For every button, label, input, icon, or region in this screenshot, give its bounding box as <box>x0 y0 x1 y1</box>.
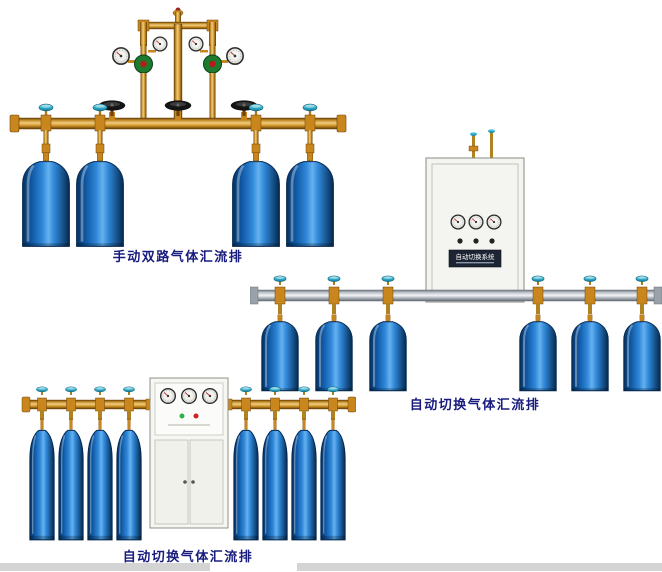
door-handle <box>183 480 187 484</box>
cabinet-gauge <box>202 388 218 404</box>
cylinder-valve-knob <box>302 103 318 115</box>
cabinet-gauge <box>160 388 176 404</box>
cylinder-connections <box>35 386 340 420</box>
pressure-gauge <box>188 36 204 52</box>
gas-cylinder <box>86 418 114 542</box>
gas-cylinder <box>290 418 318 542</box>
cabinet-door-left <box>154 439 189 525</box>
cabinet-gauge <box>486 214 502 230</box>
page-edge-strip <box>0 563 210 571</box>
gas-cylinder <box>319 418 347 542</box>
manual-dual-manifold-figure <box>9 7 347 248</box>
gas-cylinder <box>368 314 408 392</box>
cylinder-valve-knob <box>38 103 54 115</box>
gas-cylinder <box>518 314 558 392</box>
cabinet-gauge <box>450 214 466 230</box>
cabinet-gauge <box>181 388 197 404</box>
cylinder-connections <box>273 275 649 314</box>
gas-cylinder <box>261 418 289 542</box>
auto-switch-wall-manifold-figure: 自动切换系统 <box>250 129 662 392</box>
gas-cylinder <box>622 314 662 392</box>
indicator-red <box>193 413 199 419</box>
caption-auto-switch-wall-manifold: 自动切换气体汇流排 <box>409 397 541 412</box>
gas-cylinder <box>57 418 85 542</box>
cabinet-label: 自动切换系统 <box>448 249 502 268</box>
auto-switch-floor-manifold-figure <box>21 377 356 542</box>
right-regulator <box>188 36 244 118</box>
door-handle <box>191 480 195 484</box>
cylinder-valve-knob <box>248 103 264 115</box>
caption-auto-switch-floor-manifold: 自动切换气体汇流排 <box>122 549 254 564</box>
center-riser-pipe <box>137 7 219 121</box>
pressure-gauge <box>112 47 130 65</box>
gas-cylinder <box>232 418 260 542</box>
cabinet-label-text: 自动切换系统 <box>456 252 496 261</box>
cabinet-top-pipes <box>468 129 495 158</box>
indicator-green <box>179 413 185 419</box>
page-edge-strip <box>297 563 662 571</box>
pressure-gauge <box>152 36 168 52</box>
cylinder-connections <box>38 103 318 154</box>
manifold-pipe <box>250 286 662 305</box>
control-cabinet <box>149 377 229 529</box>
left-regulator <box>112 36 168 118</box>
gas-cylinder <box>75 152 125 248</box>
shutoff-valves <box>98 100 258 120</box>
gas-cylinder <box>28 418 56 542</box>
gas-cylinder <box>570 314 610 392</box>
caption-manual-dual-manifold: 手动双路气体汇流排 <box>112 249 244 264</box>
main-manifold-pipe <box>9 114 347 133</box>
gas-cylinder <box>21 152 71 248</box>
cabinet-gauge <box>468 214 484 230</box>
gas-cylinder <box>115 418 143 542</box>
valve-handwheel <box>164 100 192 116</box>
cabinet-door-right <box>189 439 224 525</box>
pressure-gauge <box>226 47 244 65</box>
cylinder-valve-knob <box>92 103 108 115</box>
control-cabinet: 自动切换系统 <box>425 157 525 303</box>
